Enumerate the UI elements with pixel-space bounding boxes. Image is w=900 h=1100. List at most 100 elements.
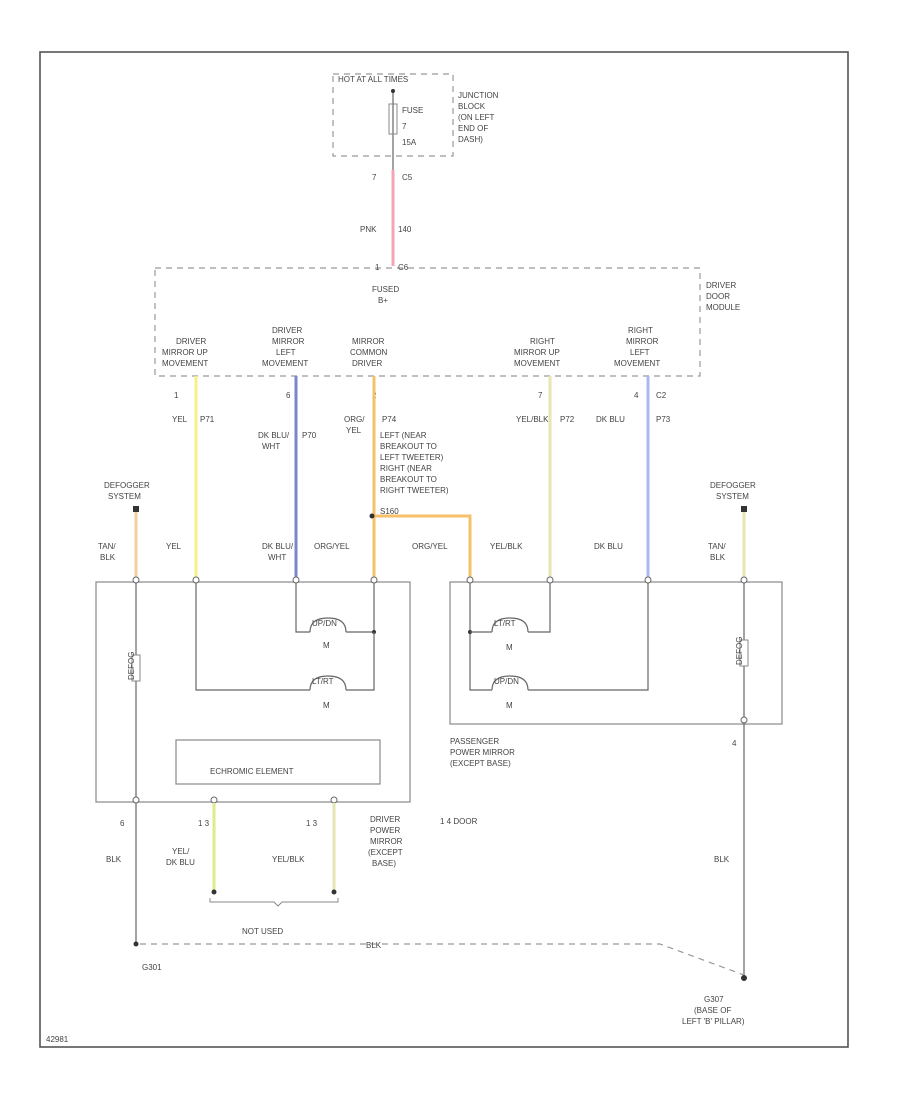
splice-note-line: RIGHT (NEAR xyxy=(380,464,432,473)
defogger-left-wire: TAN/ xyxy=(98,542,116,551)
pin-right-left: 4 xyxy=(634,391,639,400)
orange-yellow-branch-wire xyxy=(374,514,472,578)
circuit-driver-left: P70 xyxy=(302,431,317,440)
diagram-id: 42981 xyxy=(46,1035,69,1044)
defogger-right-terminal xyxy=(741,506,747,512)
diagram-frame xyxy=(39,51,849,1048)
wire-right-up: YEL/BLK xyxy=(516,415,549,424)
passenger-motor-updown-label: UP/DN xyxy=(494,677,519,686)
passenger-mirror-wire-dkblu: DK BLU xyxy=(594,542,623,551)
fuse-location-line: END OF xyxy=(458,124,488,133)
driver-mirror-name-line: DRIVER xyxy=(370,815,400,824)
splice-note-line: LEFT (NEAR xyxy=(380,431,427,440)
passenger-motor-leftright-label: LT/RT xyxy=(494,619,516,628)
fused-b-label: FUSED xyxy=(372,285,399,294)
passenger-heater-element xyxy=(739,639,749,667)
module-input-connector: C6 xyxy=(398,263,409,272)
driver-mirror-wire-dkblu-2: WHT xyxy=(268,553,286,562)
fuse-rating: 15A xyxy=(402,138,417,147)
driver-motor2-wire xyxy=(195,583,310,691)
output-label: MIRROR xyxy=(626,337,659,346)
passenger-mirror-wire-orgyel: ORG/YEL xyxy=(412,542,448,551)
ground-wire-label: BLK xyxy=(366,941,382,950)
unused-terminal-dot xyxy=(211,889,217,895)
passenger-mirror-bottom-connector xyxy=(740,716,748,724)
defogger-left-wire-2: BLK xyxy=(100,553,116,562)
splice-note-line: LEFT TWEETER) xyxy=(380,453,444,462)
passenger-mirror-name: PASSENGER POWER MIRROR (EXCEPT BASE) xyxy=(450,737,515,768)
output-label: MOVEMENT xyxy=(262,359,308,368)
driver-mirror-name-line: POWER xyxy=(370,826,400,835)
fuse-location-line: (ON LEFT xyxy=(458,113,495,122)
output-label: MIRROR xyxy=(352,337,385,346)
driver-motor1-wire xyxy=(295,583,310,633)
wire-mirror-common: ORG/ xyxy=(344,415,365,424)
passenger-ground-wire: BLK xyxy=(714,855,730,864)
driver-mirror-connector xyxy=(370,576,378,584)
feed-wire-circuit: 140 xyxy=(398,225,412,234)
output-label: MIRROR UP xyxy=(162,348,208,357)
output-label: COMMON xyxy=(350,348,388,357)
passenger-mirror-connector xyxy=(740,576,748,584)
driver-heater-element xyxy=(131,654,141,682)
driver-echromic-wire-2: DK BLU xyxy=(166,858,195,867)
defogger-left-terminal xyxy=(133,506,139,512)
passenger-motor2-return xyxy=(528,583,649,691)
output-label: MOVEMENT xyxy=(162,359,208,368)
passenger-mirror-connector xyxy=(546,576,554,584)
wire-mirror-common-2: YEL xyxy=(346,426,362,435)
g307-label-line: (BASE OF xyxy=(694,1006,731,1015)
output-label: RIGHT xyxy=(628,326,653,335)
ground-dashed-connection xyxy=(140,943,745,976)
passenger-mirror-wire-yelblk: YEL/BLK xyxy=(490,542,523,551)
circuit-right-left: P73 xyxy=(656,415,671,424)
passenger-common-wire xyxy=(469,583,492,691)
fuse-location-line: JUNCTION xyxy=(458,91,499,100)
fuse-location-label: JUNCTION BLOCK (ON LEFT END OF DASH) xyxy=(458,91,499,144)
driver-mirror-name-line: (EXCEPT xyxy=(368,848,403,857)
circuit-right-up: P72 xyxy=(560,415,575,424)
fuse-number: 7 xyxy=(402,122,407,131)
driver-motor-updown-m: M xyxy=(323,641,330,650)
passenger-motor-updown-m: M xyxy=(506,701,513,710)
driver-echromic-wire-yelblk: YEL/BLK xyxy=(272,855,305,864)
splice-note-line: BREAKOUT TO xyxy=(380,475,437,484)
connector-right-left: C2 xyxy=(656,391,667,400)
circuit-driver-up: P71 xyxy=(200,415,215,424)
splice-note-line: RIGHT TWEETER) xyxy=(380,486,449,495)
output-label: MOVEMENT xyxy=(514,359,560,368)
fuse-connector: C5 xyxy=(402,173,413,182)
fuse-location-line: BLOCK xyxy=(458,102,486,111)
output-right-up: RIGHT MIRROR UP MOVEMENT xyxy=(514,337,560,368)
fused-b-label: B+ xyxy=(378,296,388,305)
output-right-left: RIGHT MIRROR LEFT MOVEMENT xyxy=(614,326,660,368)
fuse-location-line: DASH) xyxy=(458,135,483,144)
driver-mirror-bottom-connector xyxy=(132,796,140,804)
fuse-block-box xyxy=(332,73,454,157)
g301-ground-dot xyxy=(133,941,139,947)
module-name: DOOR xyxy=(706,292,730,301)
driver-motor1-return xyxy=(346,583,375,633)
driver-motor-updown-label: UP/DN xyxy=(312,619,337,628)
output-label: MIRROR UP xyxy=(514,348,560,357)
driver-ground-wire: BLK xyxy=(106,855,122,864)
wire-driver-up: YEL xyxy=(172,415,188,424)
pin-driver-up: 1 xyxy=(174,391,179,400)
driver-mirror-wire-yel: YEL xyxy=(166,542,182,551)
driver-mirror-connector xyxy=(192,576,200,584)
fuse-icon xyxy=(388,103,398,135)
g301-label: G301 xyxy=(142,963,162,972)
driver-mirror-connector xyxy=(132,576,140,584)
passenger-mirror-connector xyxy=(644,576,652,584)
fuse-block-header: HOT AT ALL TIMES xyxy=(338,75,408,84)
defogger-right-wire-2: BLK xyxy=(710,553,726,562)
passenger-heater-label: DEFOG xyxy=(735,637,744,665)
defogger-left-label: SYSTEM xyxy=(108,492,141,501)
pin-driver-left: 6 xyxy=(286,391,291,400)
fuse-pin: 7 xyxy=(372,173,377,182)
passenger-mirror-box xyxy=(449,581,783,725)
driver-heater-label: DEFOG xyxy=(127,652,136,680)
driver-mirror-connector xyxy=(292,576,300,584)
driver-mirror-wire-orgyel: ORG/YEL xyxy=(314,542,350,551)
